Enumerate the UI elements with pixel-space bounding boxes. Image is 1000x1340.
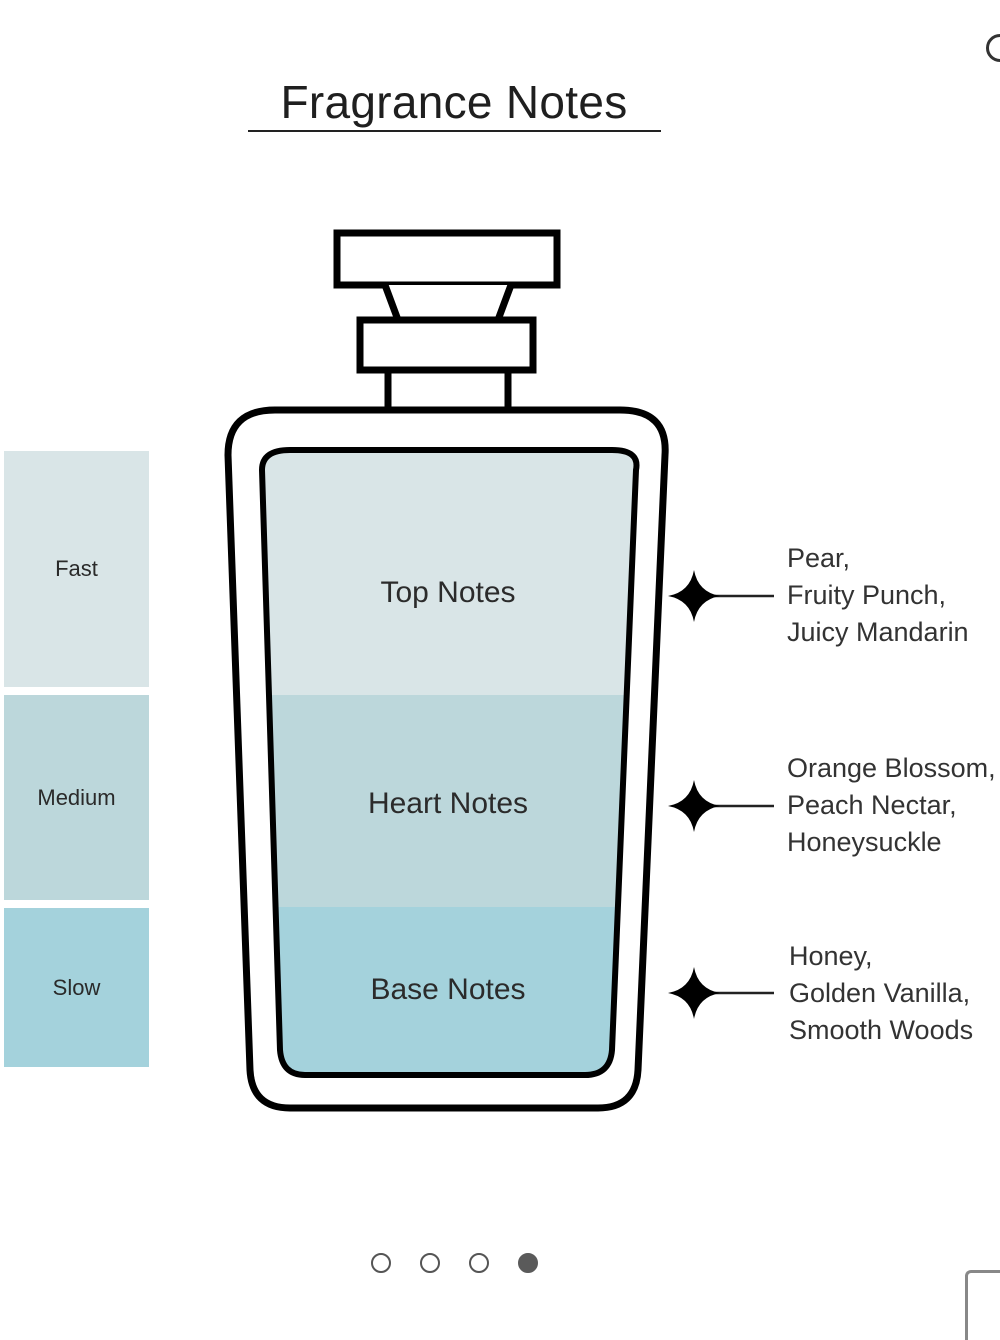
four-point-star-icon (668, 780, 720, 832)
speed-medium: Medium (4, 695, 149, 900)
page-title: Fragrance Notes (280, 76, 628, 128)
note-item: Peach Nectar, (787, 790, 957, 820)
note-item: Honey, (789, 941, 873, 971)
note-item: Orange Blossom, (787, 753, 996, 783)
heart-notes-layer (262, 695, 637, 907)
base-notes-connector (668, 967, 774, 1019)
top-notes-connector (668, 570, 774, 622)
four-point-star-icon (668, 570, 720, 622)
top-notes-label: Top Notes (380, 576, 516, 609)
speed-medium-label: Medium (37, 784, 116, 810)
note-item: Smooth Woods (789, 1015, 974, 1045)
four-point-star-icon (668, 967, 720, 1019)
bottle-collar (356, 316, 537, 374)
speed-fast-label: Fast (55, 556, 98, 581)
bottle-cap-connector (381, 283, 515, 324)
speed-slow-label: Slow (52, 974, 101, 1000)
title-underline (248, 130, 661, 132)
carousel-dot-1[interactable] (371, 1253, 391, 1273)
bottle-inner-outline (258, 447, 640, 1078)
base-notes-layer (262, 907, 637, 1075)
note-item: Golden Vanilla, (789, 978, 971, 1008)
note-item: Fruity Punch, (787, 580, 947, 610)
carousel-dot-3[interactable] (469, 1253, 489, 1273)
note-item: Pear, (787, 543, 851, 573)
top-notes-layer (262, 450, 637, 695)
speed-fast: Fast (4, 451, 149, 687)
top-notes-list: Pear, Fruity Punch, Juicy Mandarin (787, 540, 969, 651)
base-notes-list: Honey, Golden Vanilla, Smooth Woods (789, 938, 973, 1049)
bottle-neck (384, 366, 512, 416)
heart-notes-connector (668, 780, 774, 832)
note-item: Honeysuckle (787, 827, 942, 857)
note-item: Juicy Mandarin (787, 617, 969, 647)
speed-slow: Slow (4, 908, 149, 1067)
offscreen-panel-edge (965, 1270, 1000, 1340)
heart-notes-label: Heart Notes (367, 787, 529, 820)
search-icon[interactable] (986, 34, 1000, 62)
carousel-dot-2[interactable] (420, 1253, 440, 1273)
carousel-dot-4[interactable] (518, 1253, 538, 1273)
base-notes-label: Base Notes (370, 973, 526, 1006)
bottle-cap (333, 229, 561, 289)
heart-notes-list: Orange Blossom, Peach Nectar, Honeysuckl… (787, 750, 996, 861)
